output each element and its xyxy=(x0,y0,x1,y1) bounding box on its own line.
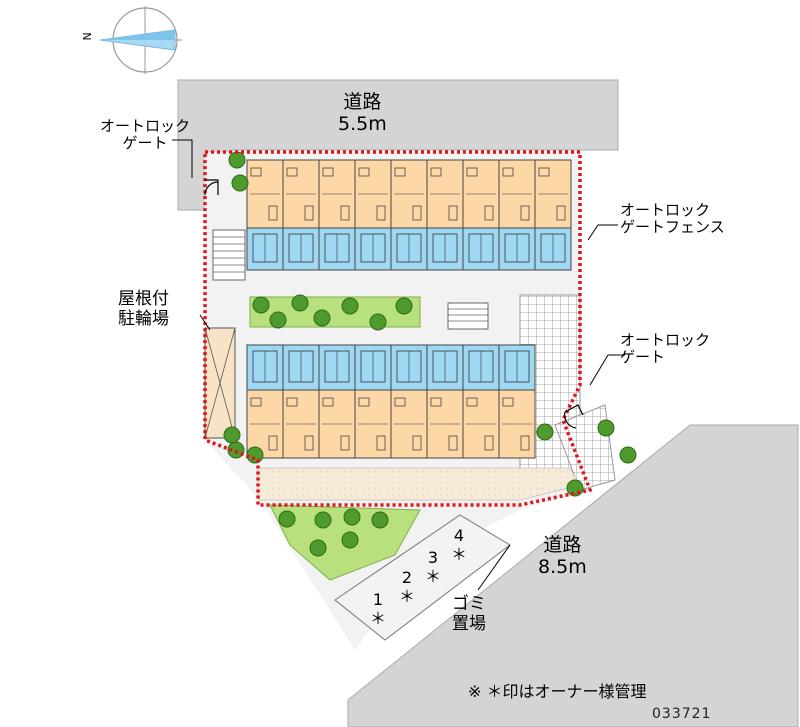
top-unit-8 xyxy=(498,159,536,271)
building-bottom xyxy=(246,344,536,459)
parking-lot-4-number: 4 xyxy=(453,526,465,545)
bottom-unit-2 xyxy=(282,344,320,459)
bike-parking-line2: 駐輪場 xyxy=(118,308,169,329)
top-unit-9 xyxy=(534,159,572,271)
tree-3 xyxy=(252,296,270,314)
road-right-name: 道路 xyxy=(543,534,582,556)
site-boundary xyxy=(203,150,593,507)
trees xyxy=(223,151,637,557)
road-top-width: 5.5m xyxy=(338,112,387,135)
staircase xyxy=(447,302,489,330)
parking-lot-1: 1 ＊ xyxy=(368,590,388,628)
leader-fence xyxy=(587,224,618,241)
top-unit-2 xyxy=(282,159,320,271)
road-top-label: 道路 5.5m xyxy=(338,91,387,136)
parking-lot-3: 3 ＊ xyxy=(423,548,443,586)
owner-managed-note: ※ ＊印はオーナー様管理 xyxy=(468,682,647,701)
top-unit-7 xyxy=(462,159,500,271)
autolock-fence-line2: ゲートフェンス xyxy=(620,218,725,237)
leader-gate-top xyxy=(172,139,193,178)
parking-lot-2: 2 ＊ xyxy=(397,568,417,606)
tree-18 xyxy=(371,511,389,529)
tree-6 xyxy=(313,309,331,327)
parking-lot-1-mark: ＊ xyxy=(369,609,386,629)
parking-lot-3-number: 3 xyxy=(427,548,439,567)
tree-8 xyxy=(369,313,387,331)
bottom-unit-1 xyxy=(246,344,284,459)
autolock-gate-top-label: オートロック ゲート xyxy=(100,117,191,153)
garbage-label: ゴミ 置場 xyxy=(452,594,486,634)
tree-15 xyxy=(278,510,296,528)
bottom-unit-8 xyxy=(498,344,536,459)
tree-14 xyxy=(566,479,584,497)
road-right-width: 8.5m xyxy=(538,555,587,578)
tree-22 xyxy=(597,419,615,437)
top-unit-4 xyxy=(354,159,392,271)
parking-lot-2-number: 2 xyxy=(401,568,413,587)
tree-2 xyxy=(231,174,249,192)
tree-1 xyxy=(228,151,246,169)
leader-garbage xyxy=(477,544,511,591)
bottom-unit-5 xyxy=(390,344,428,459)
entry-steps xyxy=(212,229,246,281)
garbage-line2: 置場 xyxy=(452,613,486,634)
road-right xyxy=(347,424,799,727)
tree-5 xyxy=(291,294,309,312)
bottom-unit-7 xyxy=(462,344,500,459)
autolock-gate-right-label: オートロック ゲート xyxy=(620,331,711,367)
tree-9 xyxy=(395,297,413,315)
bottom-unit-4 xyxy=(354,344,392,459)
road-top-name: 道路 xyxy=(343,91,382,113)
road-top xyxy=(177,79,619,211)
tree-21 xyxy=(619,446,637,464)
compass-icon xyxy=(99,6,182,74)
top-unit-1 xyxy=(246,159,284,271)
tree-16 xyxy=(314,511,332,529)
tree-13 xyxy=(536,423,554,441)
gate-top-icon xyxy=(204,179,219,196)
autolock-gate-right-line2: ゲート xyxy=(620,348,666,367)
tree-7 xyxy=(341,297,359,315)
parking-lot-1-number: 1 xyxy=(372,590,384,609)
autolock-fence-line1: オートロック xyxy=(620,201,711,219)
bike-parking-label: 屋根付 駐輪場 xyxy=(118,289,169,329)
top-unit-3 xyxy=(318,159,356,271)
autolock-gate-top-line2: ゲート xyxy=(122,134,168,153)
parking-lot-3-mark: ＊ xyxy=(424,567,441,587)
garbage-line1: ゴミ xyxy=(452,594,486,614)
autolock-fence-label: オートロック ゲートフェンス xyxy=(620,201,725,237)
parking-lot-2-mark: ＊ xyxy=(398,587,415,607)
tree-17 xyxy=(343,508,361,526)
gate-right-icon xyxy=(564,404,584,429)
bottom-unit-3 xyxy=(318,344,356,459)
paving-area xyxy=(257,467,581,501)
tree-19 xyxy=(309,539,327,557)
parking-lot-4: 4 ＊ xyxy=(449,526,469,564)
compass-north-label: N xyxy=(80,32,94,41)
building-top xyxy=(246,159,572,271)
top-unit-6 xyxy=(426,159,464,271)
leader-gate-right xyxy=(589,354,625,386)
autolock-gate-top-line1: オートロック xyxy=(100,117,191,135)
autolock-gate-right-line1: オートロック xyxy=(620,331,711,349)
top-unit-5 xyxy=(390,159,428,271)
parking-lot-4-mark: ＊ xyxy=(450,545,467,565)
bike-parking-line1: 屋根付 xyxy=(118,289,169,309)
bottom-unit-6 xyxy=(426,344,464,459)
tree-4 xyxy=(269,311,287,329)
map-code: 033721 xyxy=(652,706,712,722)
tree-11 xyxy=(223,426,241,444)
road-right-label: 道路 8.5m xyxy=(538,534,587,579)
leader-bike xyxy=(199,314,211,331)
tree-20 xyxy=(341,531,359,549)
